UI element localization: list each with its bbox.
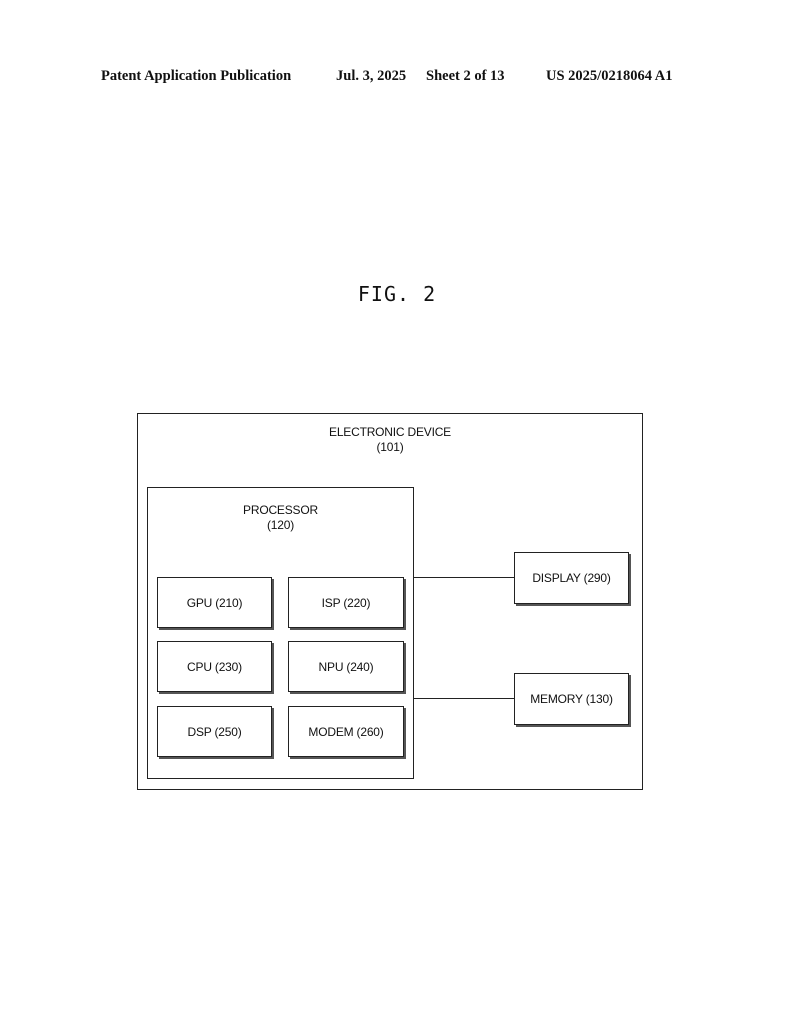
publication-date: Jul. 3, 2025: [336, 68, 407, 84]
isp-block: ISP (220): [288, 577, 404, 628]
processor-ref: (120): [266, 518, 294, 532]
npu-block: NPU (240): [288, 641, 404, 692]
electronic-device-label: ELECTRONIC DEVICE (101): [137, 425, 643, 455]
processor-display-connector: [414, 577, 514, 578]
processor-label: PROCESSOR (120): [147, 503, 414, 533]
modem-block: MODEM (260): [288, 706, 404, 757]
gpu-block: GPU (210): [157, 577, 272, 628]
page-header: Patent Application Publication Jul. 3, 2…: [0, 68, 794, 88]
electronic-device-ref: (101): [376, 440, 404, 454]
figure-title: FIG. 2: [357, 282, 437, 306]
electronic-device-name: ELECTRONIC DEVICE: [329, 425, 451, 439]
dsp-block: DSP (250): [157, 706, 272, 757]
processor-name: PROCESSOR: [243, 503, 318, 517]
sheet-number: Sheet 2 of 13: [426, 68, 505, 84]
publication-type: Patent Application Publication: [101, 68, 292, 84]
publication-number: US 2025/0218064 A1: [546, 68, 673, 84]
display-block: DISPLAY (290): [514, 552, 629, 604]
memory-block: MEMORY (130): [514, 673, 629, 725]
processor-memory-connector: [414, 698, 514, 699]
cpu-block: CPU (230): [157, 641, 272, 692]
